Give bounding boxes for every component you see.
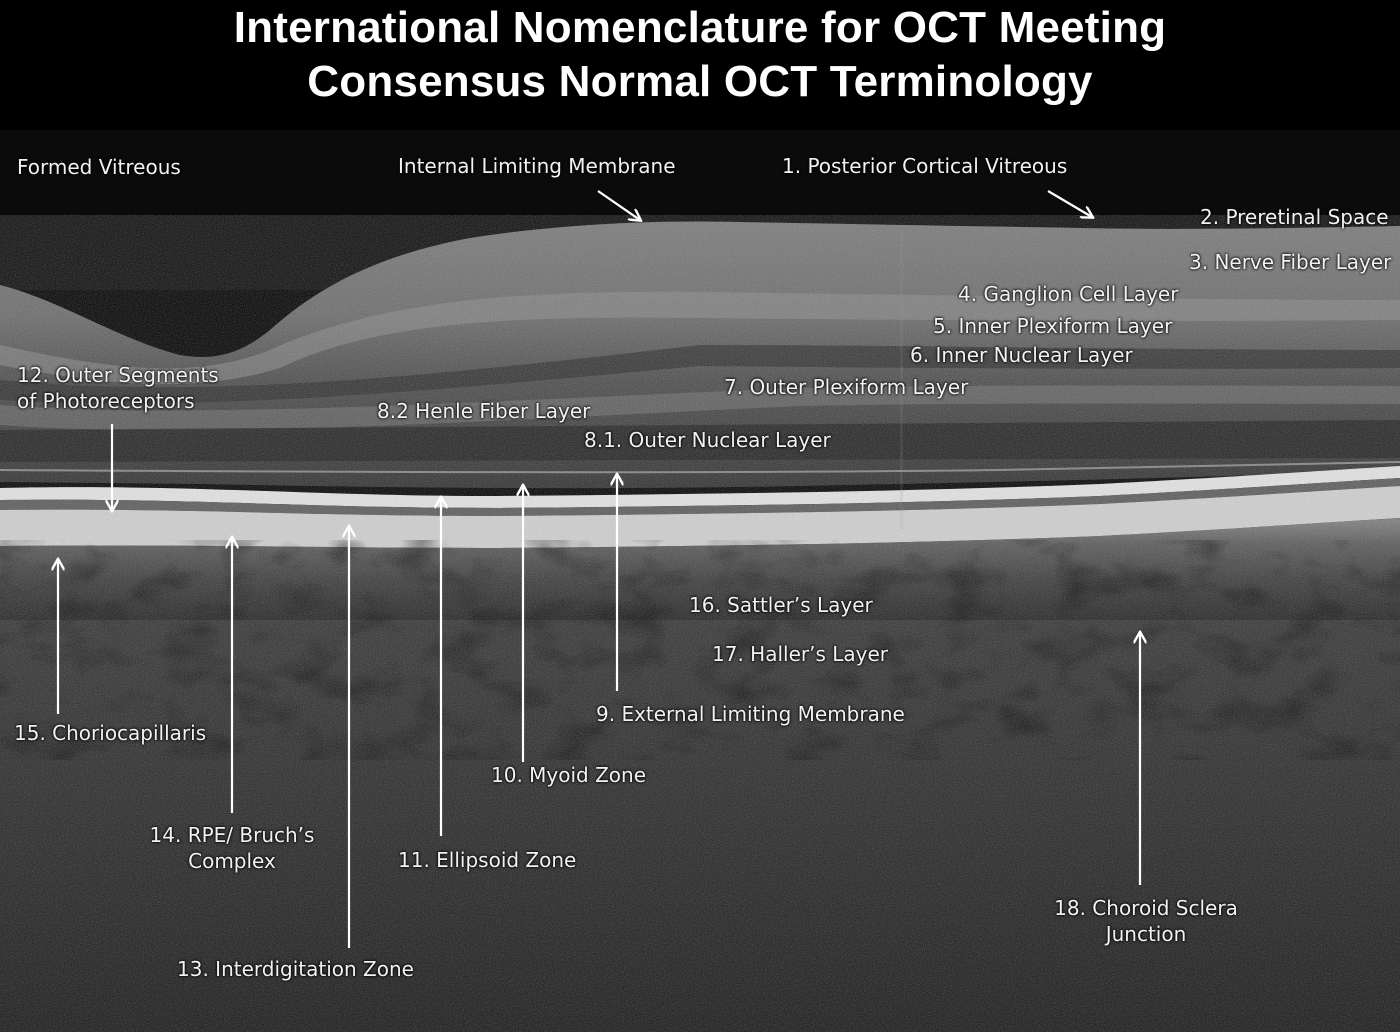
label-outer-segments-line1: 12. Outer Segments — [17, 363, 219, 387]
label-outer-plexiform-layer: 7. Outer Plexiform Layer — [724, 375, 969, 399]
label-choroid-sclera-junction: 18. Choroid Sclera Junction — [1046, 895, 1246, 947]
label-inner-nuclear-layer: 6. Inner Nuclear Layer — [910, 343, 1133, 367]
title-line-2: Consensus Normal OCT Terminology — [307, 57, 1093, 106]
label-outer-nuclear-layer: 8.1. Outer Nuclear Layer — [584, 428, 831, 452]
label-outer-segments: 12. Outer Segments of Photoreceptors — [17, 362, 219, 414]
label-interdigitation-zone: 13. Interdigitation Zone — [177, 957, 414, 981]
label-inner-plexiform-layer: 5. Inner Plexiform Layer — [933, 314, 1173, 338]
label-formed-vitreous: Formed Vitreous — [17, 155, 181, 179]
label-outer-segments-line2: of Photoreceptors — [17, 389, 195, 413]
label-external-limiting-membrane: 9. External Limiting Membrane — [596, 702, 905, 726]
label-hallers-layer: 17. Haller’s Layer — [712, 642, 888, 666]
label-sattlers-layer: 16. Sattler’s Layer — [689, 593, 873, 617]
label-posterior-cortical-vitreous: 1. Posterior Cortical Vitreous — [782, 154, 1068, 178]
label-myoid-zone: 10. Myoid Zone — [491, 763, 647, 787]
label-henle-fiber-layer: 8.2 Henle Fiber Layer — [377, 399, 591, 423]
title-line-1: International Nomenclature for OCT Meeti… — [233, 3, 1167, 52]
label-rpe-line2: Complex — [188, 849, 276, 873]
label-choriocapillaris: 15. Choriocapillaris — [14, 721, 207, 745]
label-rpe-line1: 14. RPE/ Bruch’s — [149, 823, 315, 847]
label-internal-limiting-membrane: Internal Limiting Membrane — [398, 154, 676, 178]
label-ganglion-cell-layer: 4. Ganglion Cell Layer — [958, 282, 1179, 306]
label-ellipsoid-zone: 11. Ellipsoid Zone — [398, 848, 577, 872]
label-csj-line2: Junction — [1105, 922, 1187, 946]
label-rpe-bruchs-complex: 14. RPE/ Bruch’s Complex — [146, 822, 318, 874]
label-nerve-fiber-layer: 3. Nerve Fiber Layer — [1189, 250, 1392, 274]
label-preretinal-space: 2. Preretinal Space — [1200, 205, 1389, 229]
label-csj-line1: 18. Choroid Sclera — [1054, 896, 1238, 920]
